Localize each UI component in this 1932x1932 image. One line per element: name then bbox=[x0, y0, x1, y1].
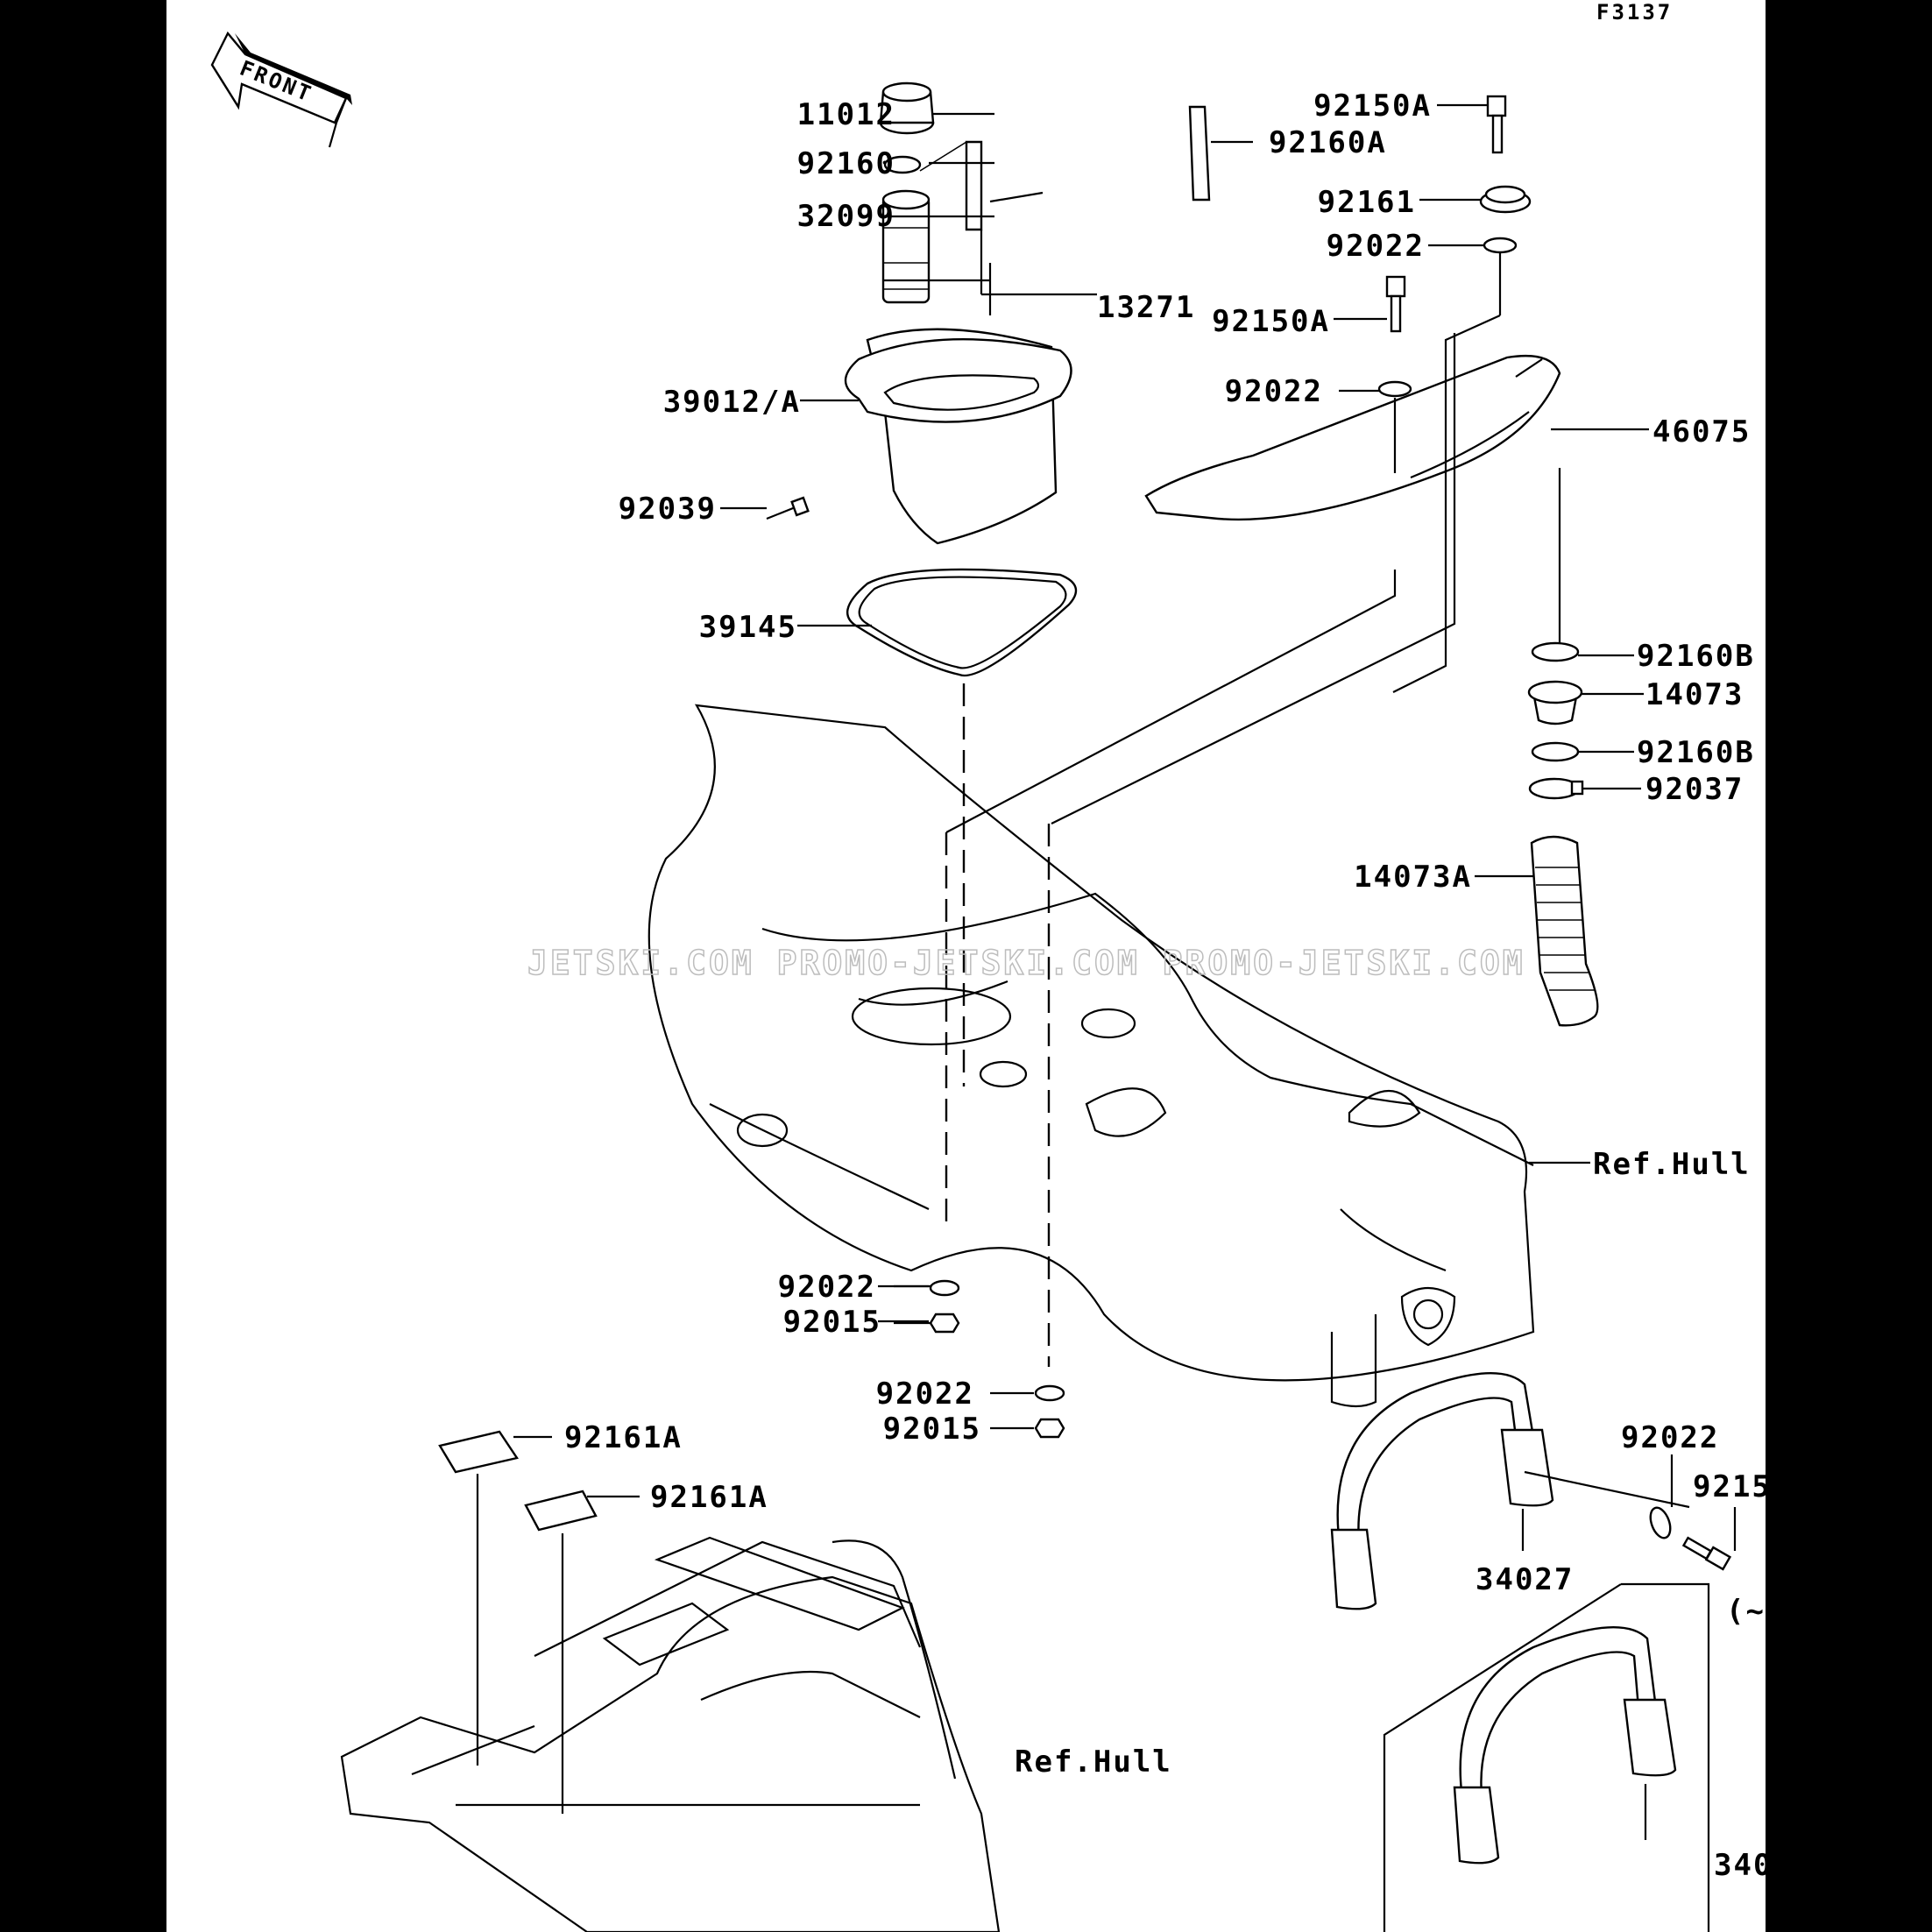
label-14073A: 14073A bbox=[1354, 860, 1472, 895]
label-92022-c: 92022 bbox=[1621, 1420, 1719, 1455]
label-92022-b: 92022 bbox=[876, 1376, 974, 1412]
label-92015-b: 92015 bbox=[883, 1412, 981, 1447]
label-92161A-2: 92161A bbox=[650, 1480, 768, 1515]
diagram-canvas: F3137 FRONT bbox=[166, 0, 1766, 1932]
label-ref-hull-2: Ref.Hull bbox=[1015, 1744, 1172, 1780]
label-92160A: 92160A bbox=[1269, 125, 1387, 160]
label-92161: 92161 bbox=[1318, 185, 1416, 220]
hull-upper bbox=[648, 704, 1535, 1408]
watermark: JETSKI.COM PROMO-JETSKI.COM PROMO-JETSKI… bbox=[527, 944, 1525, 982]
handle-46075 bbox=[1144, 354, 1561, 521]
label-34027A: 34027A bbox=[1714, 1848, 1766, 1883]
label-14073: 14073 bbox=[1645, 677, 1744, 712]
nut-92015-b bbox=[1034, 1418, 1065, 1439]
label-92039: 92039 bbox=[619, 492, 717, 527]
washer-92022-top bbox=[1483, 237, 1518, 254]
label-92150A-top: 92150A bbox=[1313, 88, 1432, 124]
rivet-92039 bbox=[766, 496, 810, 520]
parts-diagram: F3137 FRONT bbox=[210, 0, 1766, 1932]
clamp-92037 bbox=[1528, 777, 1584, 800]
label-46075: 46075 bbox=[1652, 414, 1751, 449]
nut-92015-a bbox=[929, 1313, 960, 1334]
strip-92160A bbox=[1188, 105, 1211, 202]
washer-92022-b bbox=[1034, 1384, 1065, 1402]
label-model-note: (~'12) bbox=[1726, 1594, 1766, 1629]
label-ref-hull-1: Ref.Hull bbox=[1593, 1147, 1751, 1182]
label-39012A: 39012/A bbox=[663, 385, 801, 420]
label-92150A-mid: 92150A bbox=[1212, 304, 1330, 339]
pad-92161A-2 bbox=[524, 1490, 598, 1532]
washer-92022-a bbox=[929, 1279, 960, 1297]
label-92037: 92037 bbox=[1645, 772, 1744, 807]
label-92022-mid: 92022 bbox=[1225, 374, 1323, 409]
oring-92160 bbox=[883, 155, 922, 174]
grab-handle-34027 bbox=[1330, 1371, 1554, 1610]
front-arrow-icon bbox=[210, 31, 352, 148]
label-92161A-1: 92161A bbox=[564, 1420, 683, 1455]
label-39145: 39145 bbox=[699, 610, 797, 645]
oring-92160B-2 bbox=[1531, 741, 1580, 762]
bolt-92150A-mid bbox=[1385, 275, 1406, 333]
leader-lines bbox=[720, 103, 1649, 1323]
label-92022-a: 92022 bbox=[778, 1270, 876, 1305]
oring-92160B-1 bbox=[1531, 641, 1580, 662]
label-13271: 13271 bbox=[1097, 290, 1195, 325]
label-92160: 92160 bbox=[797, 146, 895, 181]
label-92150: 92150 bbox=[1693, 1469, 1766, 1504]
washer-92022-c bbox=[1649, 1506, 1672, 1539]
label-92022-top: 92022 bbox=[1327, 229, 1425, 264]
tube-32099 bbox=[881, 189, 931, 304]
label-32099: 32099 bbox=[797, 199, 895, 234]
bushing-92161 bbox=[1479, 185, 1532, 214]
bolt-92150A-top bbox=[1486, 95, 1507, 154]
label-92015-a: 92015 bbox=[783, 1305, 881, 1340]
bolt-92150 bbox=[1681, 1536, 1732, 1571]
grab-handle-34027A bbox=[1453, 1625, 1677, 1865]
fitting-14073 bbox=[1527, 680, 1583, 725]
hose-14073A bbox=[1530, 835, 1599, 1027]
gasket-39145 bbox=[846, 568, 1078, 677]
storage-bin-39012A bbox=[844, 328, 1072, 545]
hull-lower bbox=[340, 1536, 1001, 1932]
label-92160B-1: 92160B bbox=[1637, 639, 1755, 674]
washer-92022-mid bbox=[1377, 380, 1412, 398]
diagram-id: F3137 bbox=[1596, 0, 1673, 25]
label-92160B-2: 92160B bbox=[1637, 735, 1755, 770]
cap-11012 bbox=[879, 81, 935, 135]
pad-92161A-1 bbox=[438, 1430, 519, 1474]
label-11012: 11012 bbox=[797, 97, 895, 132]
note-box bbox=[1621, 1582, 1710, 1932]
label-34027: 34027 bbox=[1476, 1562, 1574, 1597]
